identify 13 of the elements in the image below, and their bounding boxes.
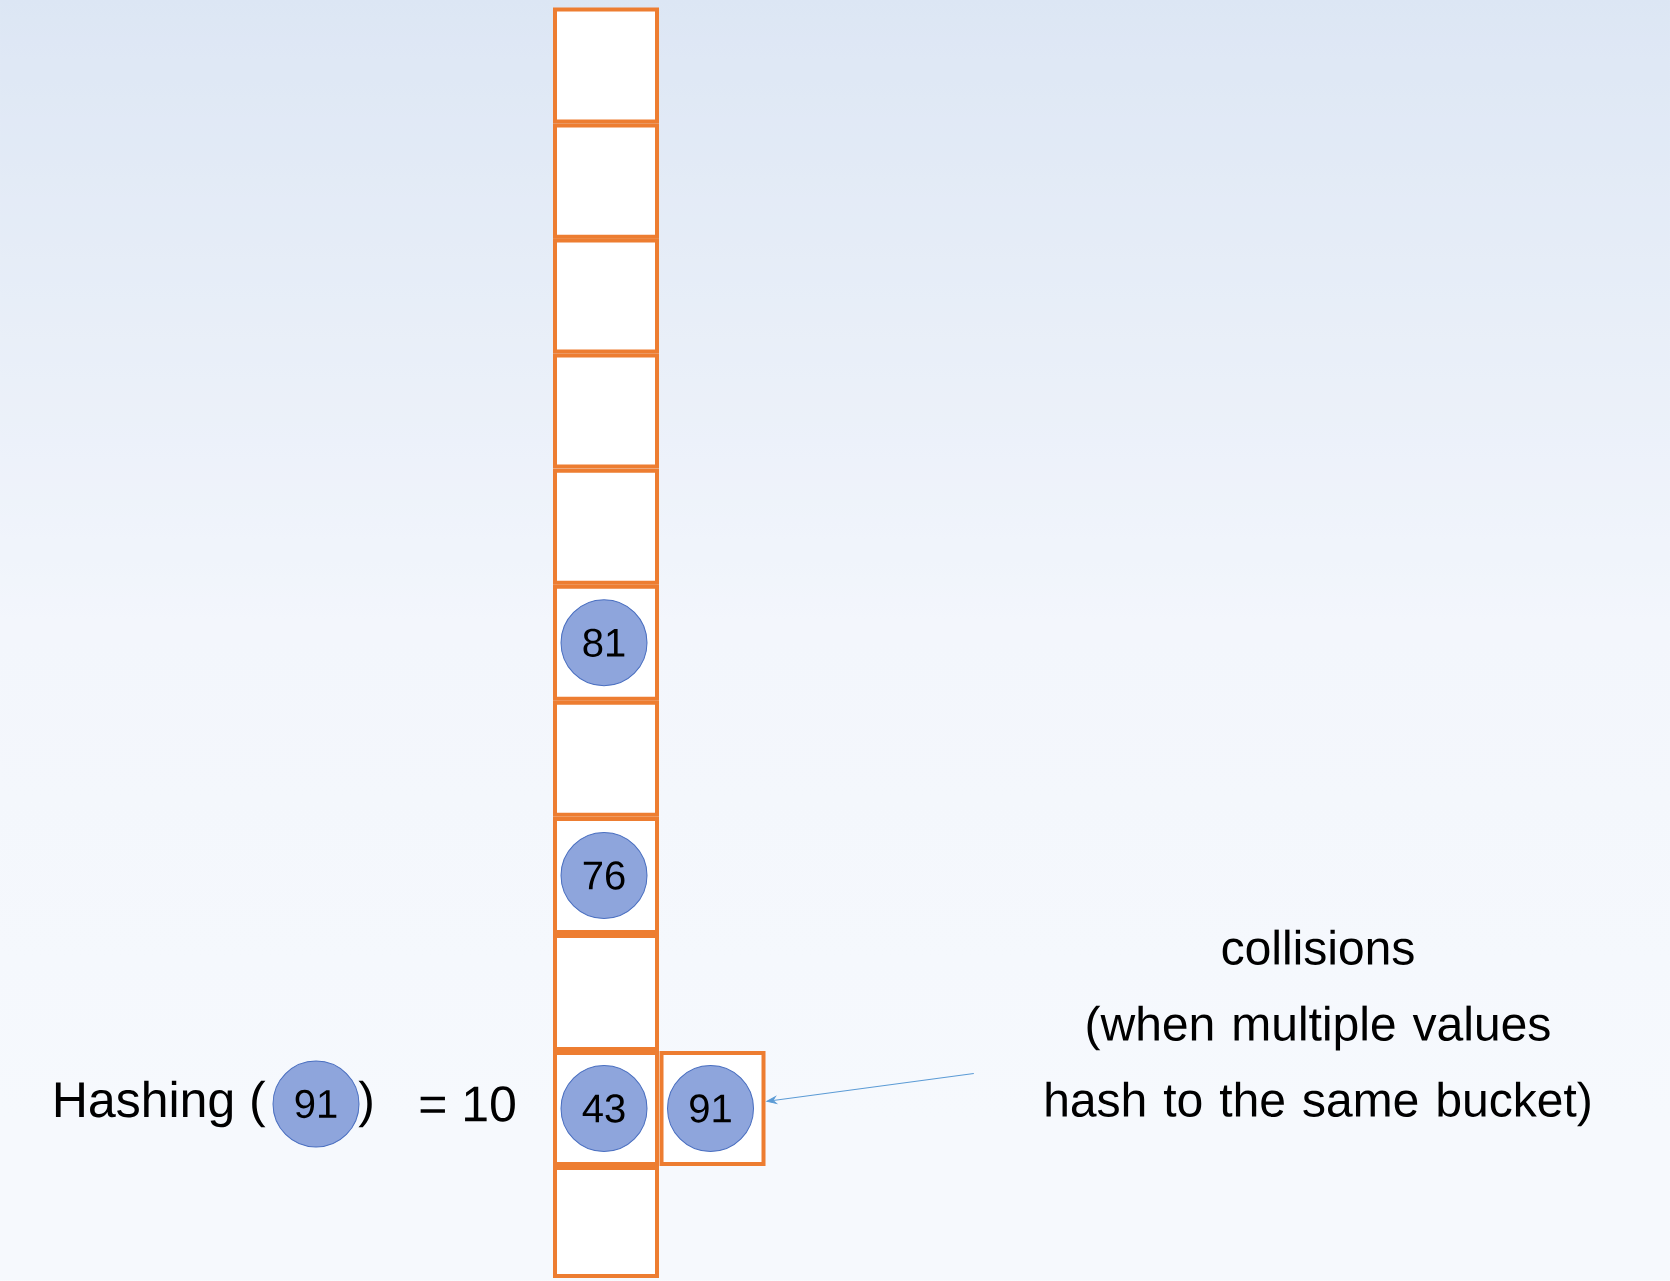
table-cell [553,238,659,354]
formula-text: Hashing ( [55,1080,266,1128]
table-cell [553,7,659,124]
annotation-text: collisions (when multiple values hash to the same bucket) [1046,929,1590,1127]
table-cell [553,700,659,817]
table-cell [553,353,659,469]
table-cell [553,934,659,1051]
table-cell [553,1166,659,1278]
table-cell [553,468,659,585]
formula-text: ) [358,1080,372,1128]
table-cell [553,123,659,239]
formula-text: = 10 [420,1086,515,1122]
arrow [766,1073,975,1104]
